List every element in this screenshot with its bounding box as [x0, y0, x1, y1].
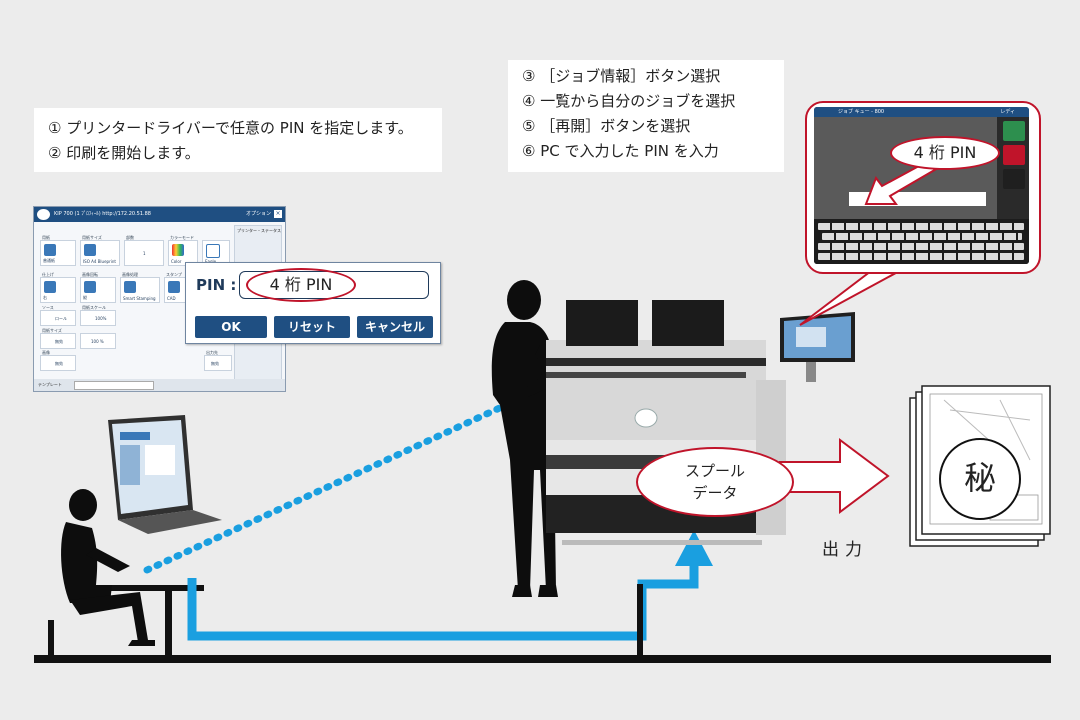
instruction-step-5: ⑤ ［再開］ボタンを選択 [522, 117, 691, 135]
media-icon [44, 244, 56, 256]
driver-options-link[interactable]: オプション [245, 211, 271, 217]
driver-zoom-cell[interactable]: 100 % [80, 333, 116, 349]
print-job-dotted-path [143, 396, 521, 574]
close-icon[interactable]: × [274, 210, 282, 218]
template-select[interactable] [74, 381, 154, 390]
finish-icon [44, 281, 56, 293]
confidential-stamp: 秘 [939, 438, 1021, 520]
reset-button[interactable]: リセット [274, 316, 350, 338]
pin-entry-dialog: PIN : 4 桁 PIN OK リセット キャンセル [185, 262, 441, 344]
driver-copies-cell[interactable]: 部数 1 [124, 235, 164, 266]
network-arrow-head [675, 530, 713, 566]
output-arrow [779, 438, 890, 514]
paper-size-icon [84, 244, 96, 256]
on-screen-keyboard[interactable] [814, 219, 1029, 264]
pin-label: PIN : [196, 276, 237, 294]
printer-control-panel [780, 312, 855, 382]
cancel-button[interactable]: キャンセル [357, 316, 433, 338]
ok-button[interactable]: OK [195, 316, 267, 338]
driver-finish-cell[interactable]: 仕上げ 右 [40, 272, 76, 303]
output-label: 出力 [822, 540, 868, 560]
driver-titlebar: KIP 700 (1 ﾌﾟﾛﾌｨｰﾙ) http://172.20.51.88 … [34, 207, 285, 222]
seated-person-silhouette [61, 489, 155, 646]
instructions-pc: ① プリンタードライバーで任意の PIN を指定します。 ② 印刷を開始します。 [34, 108, 442, 172]
driver-size-cell[interactable]: 用紙サイズ ISO A4 Blueprint [80, 235, 120, 266]
instruction-step-1: ① プリンタードライバーで任意の PIN を指定します。 [48, 119, 413, 137]
laptop [108, 415, 222, 534]
wall-post-right [637, 584, 643, 657]
driver-source-cell[interactable]: ソース ロール [40, 305, 76, 326]
driver-image-cell[interactable]: 画像 無効 [40, 350, 76, 371]
pin-pointer-arrow [864, 158, 940, 205]
stamp-icon [124, 281, 136, 293]
instruction-step-6: ⑥ PC で入力した PIN を入力 [522, 142, 719, 160]
driver-bottombar: テンプレート [34, 379, 285, 391]
driver-scale2-cell[interactable]: 用紙サイズ 無効 [40, 328, 76, 349]
driver-color-cell[interactable]: カラーモード Color [168, 235, 198, 266]
panel-pin-highlight: 4 桁 PIN [890, 136, 1000, 170]
driver-output-cell[interactable]: 出力先 無効 [204, 350, 232, 371]
driver-scale-cell[interactable]: 用紙スケール 100% [80, 305, 116, 326]
driver-title: KIP 700 (1 ﾌﾟﾛﾌｨｰﾙ) http://172.20.51.88 [54, 211, 151, 217]
house-icon [84, 281, 96, 293]
spool-data-label: スプール データ [636, 447, 794, 517]
pin-value-highlight: 4 桁 PIN [246, 268, 356, 302]
job-info-button[interactable] [1003, 121, 1025, 141]
driver-rotate-cell[interactable]: 画像回転 縦 [80, 272, 116, 303]
driver-media-cell[interactable]: 用紙 普通紙 [40, 235, 76, 266]
resume-button[interactable] [1003, 169, 1025, 189]
stop-button[interactable] [1003, 145, 1025, 165]
floor-line [34, 655, 1051, 663]
wall-post-left [166, 585, 172, 657]
graph-icon [206, 244, 220, 258]
panel-titlebar: ジョブ キュー - 800 レディ [814, 107, 1029, 117]
cad-icon [168, 281, 180, 293]
instruction-step-3: ③ ［ジョブ情報］ボタン選択 [522, 67, 721, 85]
driver-stamp-cell[interactable]: 画像処理 Smart Stamping [120, 272, 160, 303]
instructions-printer: ③ ［ジョブ情報］ボタン選択 ④ 一覧から自分のジョブを選択 ⑤ ［再開］ボタン… [508, 60, 784, 172]
kip-logo-icon [37, 209, 50, 220]
instruction-step-4: ④ 一覧から自分のジョブを選択 [522, 92, 736, 110]
network-cable [187, 560, 699, 641]
instruction-step-2: ② 印刷を開始します。 [48, 144, 200, 162]
color-bars-icon [172, 244, 184, 256]
